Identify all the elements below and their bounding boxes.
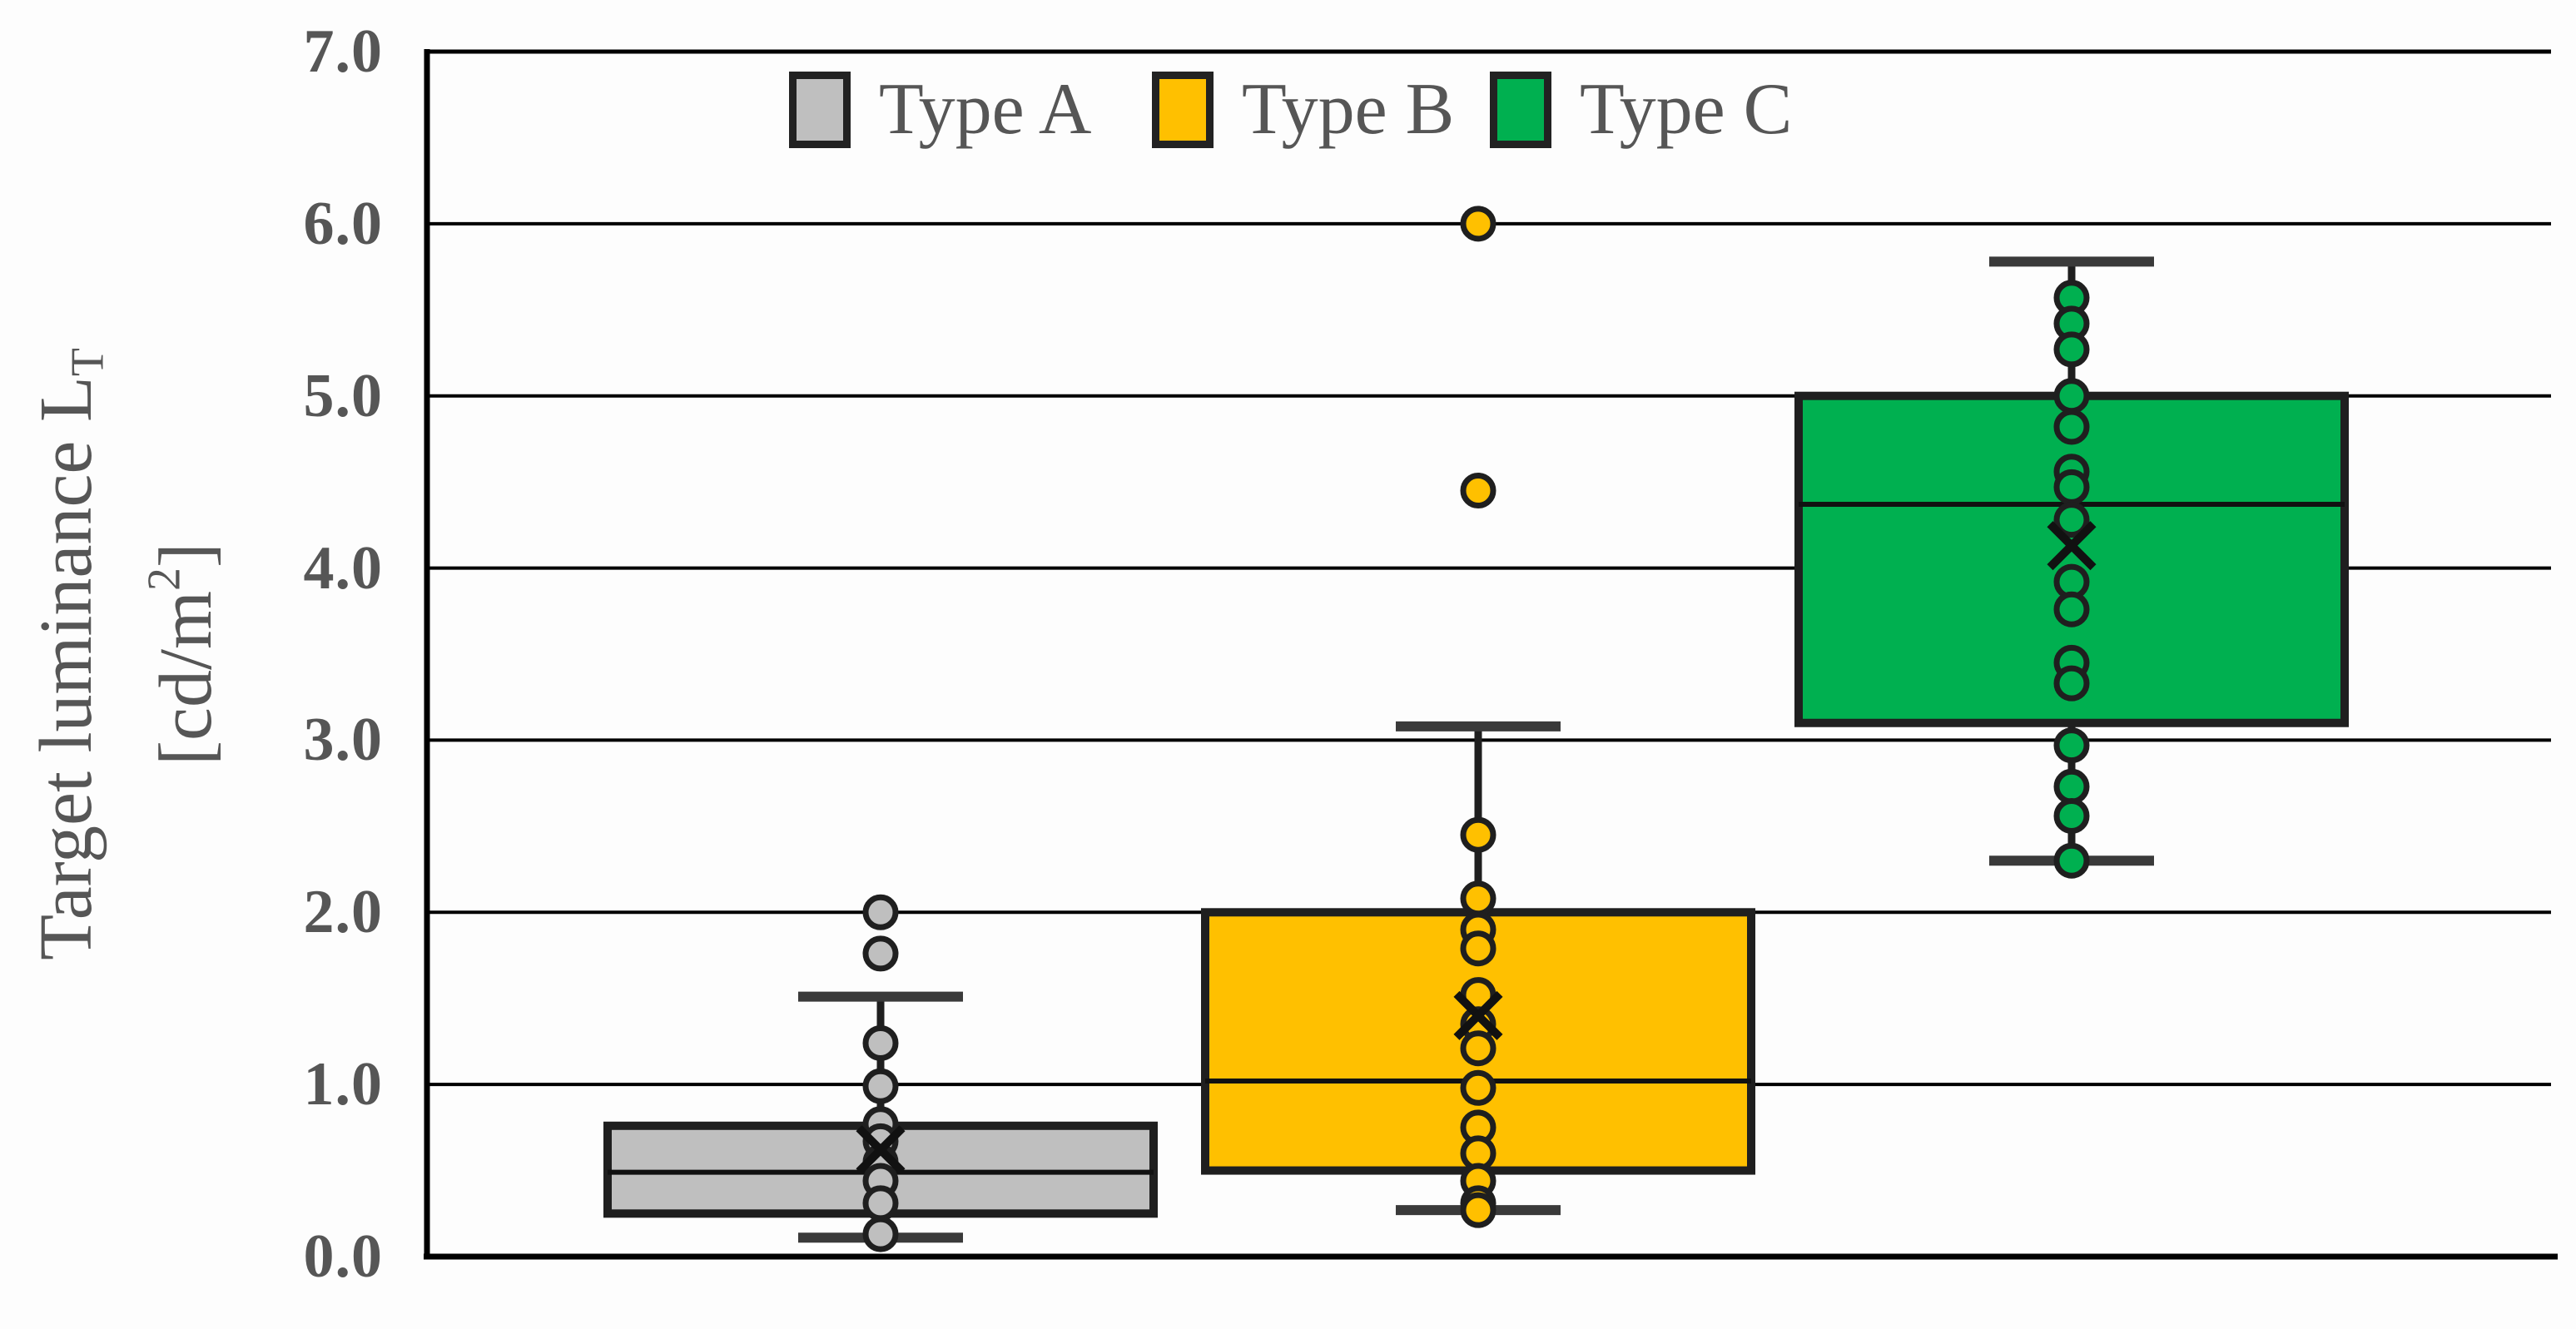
data-point-dot xyxy=(2053,727,2090,764)
y-axis-title: Target luminance LT [cd/m2] xyxy=(7,348,246,960)
data-point-dot xyxy=(1460,880,1496,917)
y-tick-label-5.0: 5.0 xyxy=(303,361,383,430)
data-point-dot xyxy=(862,1185,899,1222)
y-tick-label-3.0: 3.0 xyxy=(303,706,383,775)
legend-item-type-b: Type B xyxy=(1152,70,1454,150)
mean-x-marker-2 xyxy=(2047,521,2097,571)
data-point-dot xyxy=(1460,206,1496,242)
data-point-dot xyxy=(1460,1069,1496,1106)
data-point-dot xyxy=(1460,1030,1496,1067)
data-point-dot xyxy=(2053,502,2090,538)
legend-label: Type B xyxy=(1242,69,1455,150)
data-point-dot xyxy=(1460,472,1496,508)
y-tick-label-6.0: 6.0 xyxy=(303,189,383,258)
y-tick-label-0.0: 0.0 xyxy=(303,1222,383,1291)
y-axis-title-superscript: 2 xyxy=(138,568,191,591)
y-axis-title-subscript: T xyxy=(62,348,114,377)
data-point-dot xyxy=(2053,797,2090,834)
y-tick-label-7.0: 7.0 xyxy=(303,17,383,86)
data-point-dot xyxy=(862,935,899,972)
y-tick-label-2.0: 2.0 xyxy=(303,878,383,947)
data-point-dot xyxy=(2053,409,2090,445)
data-point-dot xyxy=(1460,930,1496,967)
data-point-dot xyxy=(1460,1192,1496,1228)
data-point-dot xyxy=(2053,665,2090,702)
data-point-dot xyxy=(862,1024,899,1061)
data-point-dot xyxy=(1460,816,1496,853)
data-point-dot xyxy=(2053,331,2090,368)
data-point-dot xyxy=(2053,842,2090,879)
legend-swatch-icon xyxy=(789,72,851,148)
y-tick-label-1.0: 1.0 xyxy=(303,1050,383,1119)
data-point-dot xyxy=(862,894,899,930)
legend-swatch-icon xyxy=(1152,72,1214,148)
mean-x-marker-1 xyxy=(1453,990,1503,1040)
legend-item-type-c: Type C xyxy=(1490,70,1792,150)
y-axis-title-line1: Target luminance LT xyxy=(25,348,114,960)
data-point-dot xyxy=(2053,378,2090,414)
data-point-dot xyxy=(862,1216,899,1252)
data-point-dot xyxy=(2053,768,2090,805)
y-axis-title-line2: [cd/m2] xyxy=(138,543,227,766)
data-point-dot xyxy=(862,1068,899,1104)
data-point-dot xyxy=(2053,591,2090,627)
legend-swatch-icon xyxy=(1490,72,1551,148)
data-point-dot xyxy=(2053,469,2090,505)
legend-label: Type A xyxy=(879,69,1092,150)
mean-x-marker-0 xyxy=(856,1125,906,1175)
legend-item-type-a: Type A xyxy=(789,70,1091,150)
y-tick-label-4.0: 4.0 xyxy=(303,533,383,603)
legend-label: Type C xyxy=(1580,69,1793,150)
